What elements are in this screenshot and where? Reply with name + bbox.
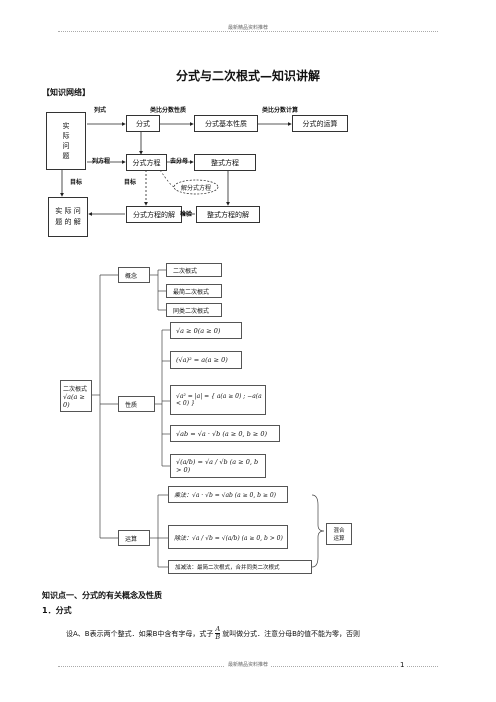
root-radical-title: 二次根式	[63, 385, 88, 393]
section-heading-1: 知识点一、分式的有关概念及性质	[42, 591, 162, 600]
label-mubiao-1: 目标	[70, 179, 83, 186]
subsection-fenshi: 1．分式	[42, 606, 72, 615]
integral-solution-box: 整式方程的解	[196, 206, 260, 223]
mixed-operation-line-2: 运算	[333, 536, 345, 542]
operation-box: 分式的运算	[292, 115, 348, 132]
real-problem-char-4: 题	[62, 152, 70, 160]
page-header: 最新精品资料推荐	[0, 24, 496, 31]
mixed-operation-box: 混合 运算	[326, 523, 352, 545]
solve-equation-oval: 解分式方程	[180, 185, 211, 192]
real-problem-solution-box: 实 际 问 题 的 解	[48, 197, 88, 237]
paragraph-part-2: 就叫做分式．注意分母B的值不能为零，否则	[222, 629, 360, 638]
real-problem-char-3: 问	[62, 142, 70, 150]
operation-box-2: 运算	[118, 530, 150, 546]
fraction-denominator: B	[215, 633, 221, 641]
concept-item-simplest: 最简二次根式	[166, 284, 222, 298]
real-problem-char-1: 实	[62, 122, 70, 130]
property-quotient-rule: √(a/b) = √a / √b (a ≥ 0, b > 0)	[170, 454, 266, 478]
header-text: 最新精品资料推荐	[227, 25, 268, 31]
basic-property-box: 分式基本性质	[194, 115, 258, 132]
radical-concept-diagram: 二次根式 √a(a ≥ 0) 概念 性质 运算 二次根式 最简二次根式 同类二次…	[0, 255, 496, 585]
paragraph-part-1: 设A、B表示两个整式．如果B中含有字母，式子	[66, 629, 214, 638]
flow-arrows	[60, 122, 292, 216]
knowledge-flow-diagram: 实 际 问 题 实 际 问 题 的 解 分式 分式基本性质 分式的运算 分式方程…	[0, 0, 496, 250]
fraction-equation-box: 分式方程	[126, 154, 167, 171]
page-footer: 最新精品资料推荐	[0, 661, 496, 668]
operation-division: 除法：√a / √b = √(a/b) (a ≥ 0, b > 0)	[168, 525, 288, 549]
label-lie-fangcheng: 列方程	[92, 158, 111, 165]
concept-item-radical: 二次根式	[166, 263, 222, 277]
label-analogy-operation: 类比分数计算	[262, 107, 299, 114]
property-square-of-root: (√a)² = a(a ≥ 0)	[170, 351, 242, 369]
label-jianyan: 检验	[180, 211, 193, 218]
footer-text: 最新精品资料推荐	[224, 662, 271, 668]
operation-multiplication: 乘法：√a · √b = √ab (a ≥ 0, b ≥ 0)	[168, 486, 288, 503]
concept-box: 概念	[118, 267, 150, 283]
integral-equation-box: 整式方程	[194, 154, 256, 171]
header-rule	[58, 31, 438, 32]
equation-solution-box: 分式方程的解	[126, 206, 182, 223]
fraction-a-over-b: A B	[215, 625, 221, 641]
property-nonnegative: √a ≥ 0(a ≥ 0)	[170, 322, 242, 339]
paragraph-definition: 设A、B表示两个整式．如果B中含有字母，式子 A B 就叫做分式．注意分母B的值…	[66, 626, 360, 641]
fraction-numerator: A	[215, 625, 221, 633]
real-problem-char-2: 际	[62, 132, 70, 140]
property-box: 性质	[118, 396, 155, 412]
property-product-rule: √ab = √a · √b (a ≥ 0, b ≥ 0)	[170, 425, 280, 442]
operation-add-subtract: 加减法：最简二次根式，合并同类二次根式	[168, 560, 312, 574]
concept-item-similar: 同类二次根式	[166, 303, 222, 317]
fenshi-box: 分式	[126, 115, 160, 132]
label-analogy-property: 类比分数性质	[150, 107, 187, 114]
label-lieshi: 列式	[94, 107, 107, 114]
tree-lines	[92, 269, 325, 568]
page-number: 1	[398, 661, 407, 669]
root-radical-formula: √a(a ≥ 0)	[63, 392, 85, 409]
mixed-operation-line-1: 混合	[333, 528, 345, 534]
label-qu-fenmu: 去分母	[170, 158, 189, 165]
real-problem-box: 实 际 问 题	[46, 112, 86, 170]
label-mubiao-2: 目标	[124, 179, 137, 186]
page-title: 分式与二次根式—知识讲解	[175, 69, 320, 83]
root-radical-box: 二次根式 √a(a ≥ 0)	[60, 380, 92, 412]
real-problem-solution-text: 实 际 问 题 的 解	[55, 207, 81, 226]
property-root-of-square: √a² = |a| = { a(a ≥ 0) ; −a(a < 0) }	[170, 385, 266, 415]
knowledge-net-label: 【知识网络】	[42, 88, 90, 97]
